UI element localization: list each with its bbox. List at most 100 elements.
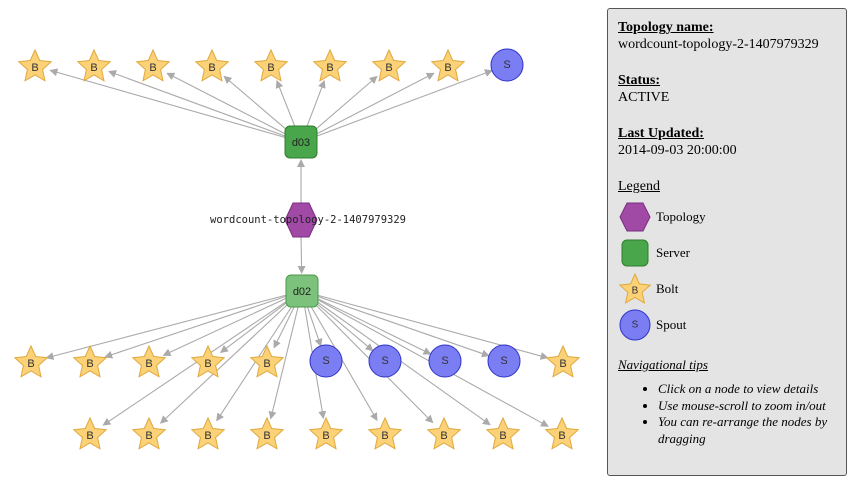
star-icon[interactable] xyxy=(131,344,167,378)
circle-icon[interactable] xyxy=(368,344,402,378)
star-icon[interactable] xyxy=(426,416,462,450)
server-node-d03[interactable]: d03 xyxy=(284,125,318,159)
star-icon[interactable] xyxy=(249,344,285,378)
bolt-letter: B xyxy=(440,430,447,442)
legend-label-topology: Topology xyxy=(656,209,706,224)
bolt-node[interactable]: B xyxy=(253,48,289,82)
edge-arrow xyxy=(45,290,303,360)
bolt-letter: B xyxy=(385,62,392,74)
spout-node[interactable]: S xyxy=(309,344,343,378)
star-icon[interactable] xyxy=(135,48,171,82)
star-icon[interactable] xyxy=(308,416,344,450)
circle-icon[interactable] xyxy=(490,48,524,82)
bolt-node[interactable]: B xyxy=(249,416,285,450)
star-icon[interactable] xyxy=(430,48,466,82)
spout-node[interactable]: S xyxy=(490,48,524,82)
spout-node[interactable]: S xyxy=(428,344,462,378)
info-panel: Topology name: wordcount-topology-2-1407… xyxy=(607,8,847,476)
star-icon[interactable] xyxy=(249,416,285,450)
star-icon[interactable] xyxy=(544,416,580,450)
legend-spout-letter: S xyxy=(632,320,639,331)
bolt-node[interactable]: B xyxy=(371,48,407,82)
star-icon[interactable] xyxy=(367,416,403,450)
topology-hexagon[interactable] xyxy=(284,202,318,238)
star-icon[interactable] xyxy=(194,48,230,82)
bolt-letter: B xyxy=(558,430,565,442)
circle-icon[interactable] xyxy=(309,344,343,378)
edge-arrow xyxy=(300,72,435,143)
star-icon[interactable] xyxy=(312,48,348,82)
spout-node[interactable]: S xyxy=(487,344,521,378)
hexagon-icon xyxy=(618,200,652,234)
star-icon[interactable] xyxy=(17,48,53,82)
star-icon[interactable] xyxy=(190,416,226,450)
legend-title: Legend xyxy=(618,179,660,194)
server-box[interactable] xyxy=(285,274,319,308)
bolt-node[interactable]: B xyxy=(194,48,230,82)
bolt-letter: B xyxy=(444,62,451,74)
star-icon[interactable] xyxy=(131,416,167,450)
bolt-node[interactable]: B xyxy=(430,48,466,82)
bolt-node[interactable]: B xyxy=(426,416,462,450)
tip-item: Use mouse-scroll to zoom in/out xyxy=(658,398,836,415)
star-icon[interactable] xyxy=(190,344,226,378)
bolt-letter: B xyxy=(263,358,270,370)
legend-item-spout: S Spout xyxy=(618,307,836,343)
bolt-letter: B xyxy=(145,430,152,442)
server-box[interactable] xyxy=(284,125,318,159)
circle-icon[interactable] xyxy=(428,344,462,378)
server-node-d02[interactable]: d02 xyxy=(285,274,319,308)
bolt-letter: B xyxy=(208,62,215,74)
tips-list: Click on a node to view details Use mous… xyxy=(618,381,836,447)
legend-item-server: Server xyxy=(618,235,836,271)
bolt-node[interactable]: B xyxy=(312,48,348,82)
bolt-letter: B xyxy=(263,430,270,442)
topology-node-label: wordcount-topology-2-1407979329 xyxy=(210,214,406,226)
edge-arrow xyxy=(301,290,434,424)
star-icon[interactable] xyxy=(371,48,407,82)
bolt-node[interactable]: B xyxy=(190,416,226,450)
bolt-node[interactable]: B xyxy=(367,416,403,450)
topology-node[interactable]: wordcount-topology-2-1407979329 xyxy=(210,202,406,238)
bolt-node[interactable]: B xyxy=(131,416,167,450)
bolt-letter: B xyxy=(322,430,329,442)
bolt-node[interactable]: B xyxy=(190,344,226,378)
edge-arrow xyxy=(268,290,303,420)
bolt-node[interactable]: B xyxy=(17,48,53,82)
edge-arrow xyxy=(108,70,302,143)
bolt-node[interactable]: B xyxy=(485,416,521,450)
bolt-node[interactable]: B xyxy=(135,48,171,82)
bolt-node[interactable]: B xyxy=(545,344,581,378)
bolt-node[interactable]: B xyxy=(131,344,167,378)
edge-arrow xyxy=(104,290,303,359)
edge-arrow xyxy=(162,290,303,356)
bolt-node[interactable]: B xyxy=(544,416,580,450)
spout-node[interactable]: S xyxy=(368,344,402,378)
status-value: ACTIVE xyxy=(618,90,670,105)
spout-letter: S xyxy=(322,355,329,367)
bolt-letter: B xyxy=(145,358,152,370)
star-icon[interactable] xyxy=(72,416,108,450)
bolt-letter: B xyxy=(90,62,97,74)
star-icon[interactable] xyxy=(13,344,49,378)
edge-arrow xyxy=(159,290,303,424)
circle-icon[interactable] xyxy=(487,344,521,378)
bolt-node[interactable]: B xyxy=(308,416,344,450)
star-icon[interactable] xyxy=(545,344,581,378)
bolt-node[interactable]: B xyxy=(72,416,108,450)
star-icon[interactable] xyxy=(76,48,112,82)
bolt-node[interactable]: B xyxy=(72,344,108,378)
bolt-node[interactable]: B xyxy=(249,344,285,378)
bolt-node[interactable]: B xyxy=(13,344,49,378)
edge-arrow xyxy=(49,68,302,143)
star-icon[interactable] xyxy=(72,344,108,378)
bolt-node[interactable]: B xyxy=(76,48,112,82)
spout-letter: S xyxy=(500,355,507,367)
bolt-letter: B xyxy=(381,430,388,442)
server-label: d02 xyxy=(293,286,311,298)
star-icon[interactable] xyxy=(253,48,289,82)
star-icon[interactable] xyxy=(485,416,521,450)
